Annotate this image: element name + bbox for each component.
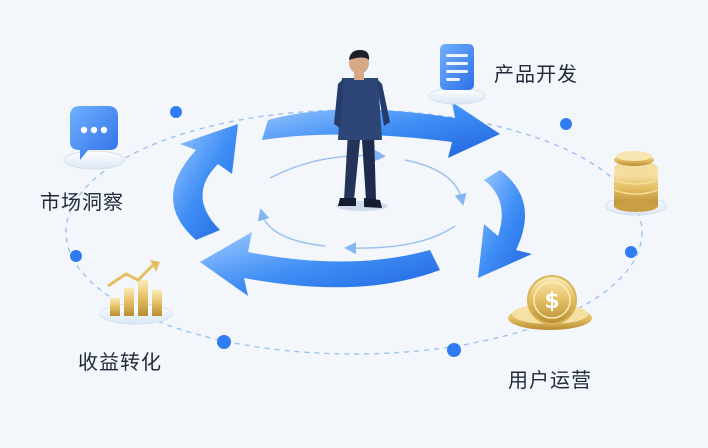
node-label-revenue: 收益转化 [78,350,162,374]
orbit-dot [70,250,82,262]
node-label-product: 产品开发 [494,62,578,86]
node-label-user: 用户运营 [508,368,592,392]
orbit-dot [560,118,572,130]
outer-orbit [65,109,643,355]
businessman-figure [334,50,390,211]
arrow-left [173,124,238,240]
node-label-market: 市场洞察 [40,190,124,214]
svg-text:$: $ [544,289,559,314]
orbit-dot [447,343,461,357]
document-icon [428,44,486,105]
orbit-dot [625,246,637,258]
dollar-coin-icon: $ [508,275,592,330]
arrow-bottom [200,232,440,296]
chat-bubble-icon [63,106,125,170]
orbit-dots [70,106,637,357]
orbit-dot [170,106,182,118]
growth-chart-icon [99,260,173,325]
arrow-right [478,170,532,278]
coin-stack-icon [605,151,667,216]
orbit-dot [217,335,231,349]
